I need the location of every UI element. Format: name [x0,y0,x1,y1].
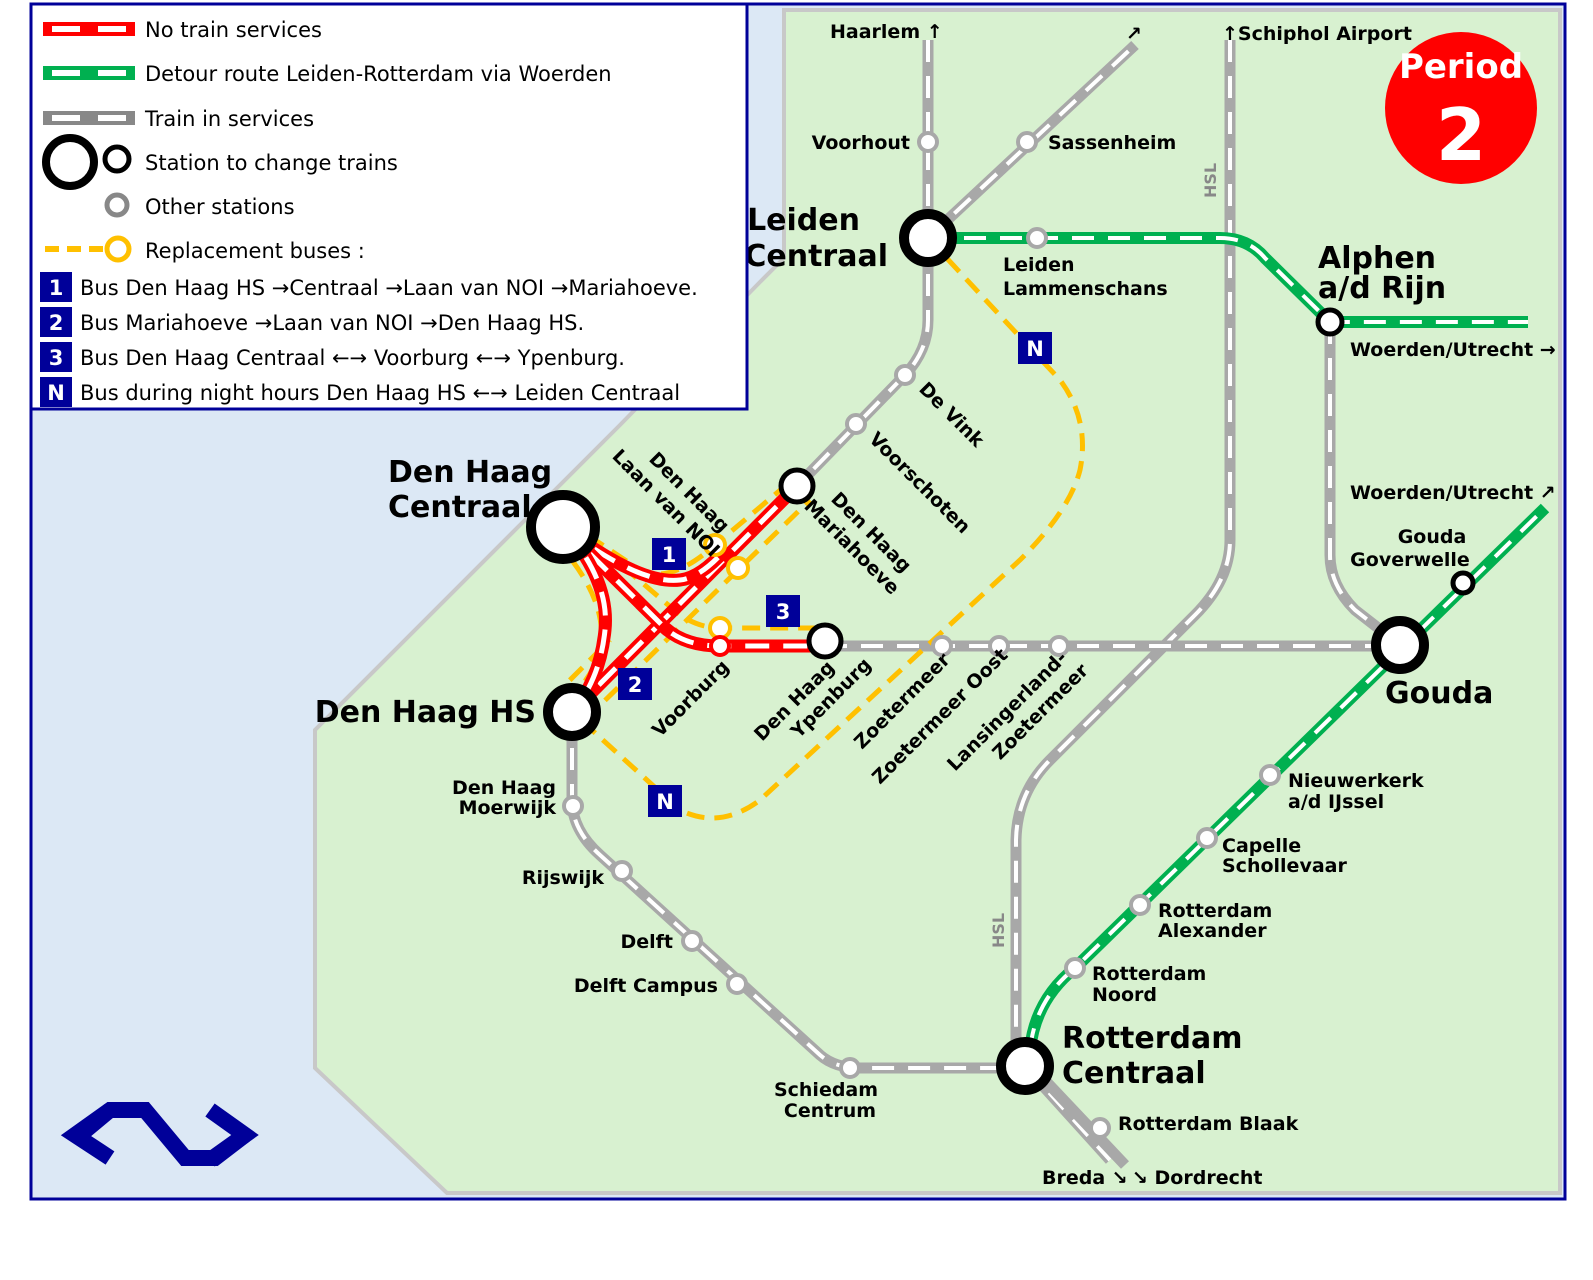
station-schiedam[interactable] [839,1057,861,1079]
station-capelle[interactable] [1196,827,1218,849]
label-dhhs: Den Haag HS [315,695,536,730]
svg-text:Bus Den Haag Centraal ←→ Voorb: Bus Den Haag Centraal ←→ Voorburg ←→ Ype… [80,346,625,370]
period-number: 2 [1436,93,1486,177]
label-delftcampus: Delft Campus [574,975,718,997]
bus-stop-laan-van-noi-2[interactable] [726,556,750,580]
legend-replacement: Replacement buses : [145,239,365,263]
legend-bus-1: 1 Bus Den Haag HS →Centraal →Laan van NOI… [40,272,698,302]
station-lansingerland[interactable] [1048,635,1070,657]
station-moerwijk[interactable] [562,795,584,817]
station-rijswijk[interactable] [611,860,633,882]
station-lammenschans[interactable] [1026,227,1048,249]
stations [526,131,1476,1139]
direction-woerden-2: Woerden/Utrecht ↗ [1350,482,1556,504]
legend-other-station: Other stations [145,195,295,219]
map-bus-badges: 1 2 3 N N [618,332,1052,817]
legend-change-station: Station to change trains [145,151,398,175]
badge-1: 1 [662,543,677,567]
legend-bus-3: 3 Bus Den Haag Centraal ←→ Voorburg ←→ Yp… [40,342,625,372]
badge-n-denhaag: N [656,790,674,814]
label-blaak: Rotterdam Blaak [1118,1113,1299,1135]
legend-detour: Detour route Leiden-Rotterdam via Woerde… [145,62,612,86]
station-voorburg[interactable] [709,635,731,657]
land-area [313,8,1562,1195]
badge-3: 3 [776,600,791,624]
legend-bus-2: 2 Bus Mariahoeve →Laan van NOI →Den Haag … [40,307,584,337]
period-label: Period [1399,47,1523,87]
hsl-label: HSL [989,913,1008,948]
svg-text:Bus Den Haag HS →Centraal →Laa: Bus Den Haag HS →Centraal →Laan van NOI … [80,276,698,300]
legend: No train services Detour route Leiden-Ro… [29,2,749,411]
svg-text:N: N [47,381,65,405]
station-devink[interactable] [894,364,916,386]
station-voorschoten[interactable] [845,413,867,435]
legend-in-service: Train in services [144,107,314,131]
station-sassenheim[interactable] [1016,131,1038,153]
hsl-line [1010,40,1236,1066]
station-ypenburg[interactable] [806,622,844,660]
station-den-haag-hs[interactable] [543,683,601,741]
hsl-label: HSL [1201,163,1220,198]
badge-2: 2 [628,673,643,697]
svg-text:Bus during night hours Den Haa: Bus during night hours Den Haag HS ←→ Le… [80,381,680,405]
station-voorhout[interactable] [917,131,939,153]
station-mariahoeve[interactable] [778,467,816,505]
svg-text:3: 3 [49,346,64,370]
station-alexander[interactable] [1129,894,1151,916]
station-zoetermeer-oost[interactable] [988,635,1010,657]
direction-woerden-1: Woerden/Utrecht → [1350,339,1556,361]
svg-text:Bus Mariahoeve →Laan van NOI →: Bus Mariahoeve →Laan van NOI →Den Haag H… [80,311,584,335]
direction-breda: Breda ↘ [1042,1167,1128,1189]
direction-schiphol: ↑Schiphol Airport [1222,23,1412,45]
label-voorhout: Voorhout [812,132,910,154]
badge-n-leiden: N [1026,337,1044,361]
ns-logo [60,1102,259,1167]
station-leiden-centraal[interactable] [899,209,957,267]
label-gouda: Gouda [1385,676,1493,711]
station-delft-campus[interactable] [726,973,748,995]
svg-text:2: 2 [49,311,64,335]
station-den-haag-centraal[interactable] [526,490,600,564]
station-delft[interactable] [681,930,703,952]
label-sassenheim: Sassenheim [1048,132,1176,154]
label-rijswijk: Rijswijk [522,867,605,889]
svg-text:1: 1 [49,276,64,300]
legend-no-service: No train services [145,18,322,42]
direction-dordrecht: ↘ Dordrecht [1132,1167,1262,1189]
period-badge: Period 2 [1385,32,1537,184]
station-zoetermeer[interactable] [931,635,953,657]
legend-bus-n: N Bus during night hours Den Haag HS ←→ L… [40,377,680,407]
station-rotterdam-centraal[interactable] [996,1037,1054,1095]
station-nieuwerkerk[interactable] [1259,764,1281,786]
station-alphen[interactable] [1315,307,1345,337]
station-noord[interactable] [1064,957,1086,979]
station-gouda[interactable] [1371,616,1429,674]
label-delft: Delft [620,931,673,953]
station-goverwelle[interactable] [1450,570,1476,596]
direction-haarlem: Haarlem ↑ [830,21,943,43]
direction-sassenheim-arrow: ↗ [1126,23,1142,45]
bus-stop-laan-van-noi[interactable] [703,533,727,557]
station-blaak[interactable] [1089,1117,1111,1139]
